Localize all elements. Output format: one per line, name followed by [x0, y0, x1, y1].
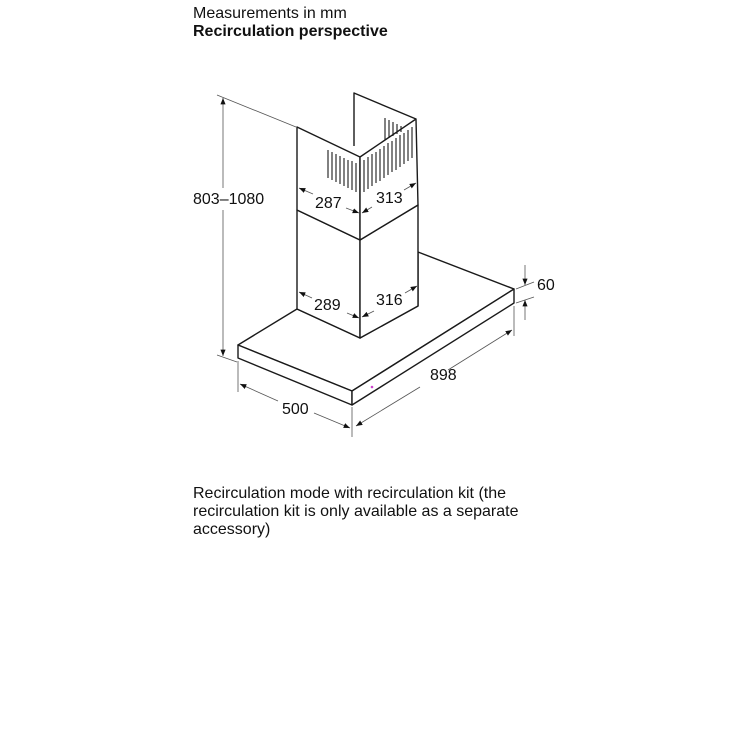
height-label: 803–1080 [193, 191, 264, 208]
depth-dimension [237, 361, 351, 429]
height-dimension [216, 94, 297, 363]
indicator-dot [370, 385, 374, 389]
lower-chimney-dimensions [298, 285, 418, 319]
thickness-label: 60 [537, 277, 555, 294]
lower-width-label: 289 [314, 297, 341, 314]
vent-slots-left [327, 150, 357, 192]
width-label: 898 [430, 367, 457, 384]
vent-slots-back [384, 118, 402, 140]
upper-depth-label: 313 [376, 190, 403, 207]
upper-width-label: 287 [315, 195, 342, 212]
upper-chimney-dimensions [298, 182, 417, 214]
width-dimension [351, 306, 515, 437]
thickness-dimension [515, 265, 535, 320]
recirculation-note: Recirculation mode with recirculation ki… [193, 485, 519, 538]
depth-label: 500 [282, 401, 309, 418]
upper-chimney [296, 92, 419, 241]
lower-depth-label: 316 [376, 292, 403, 309]
header-subtitle: Recirculation perspective [193, 23, 388, 40]
vent-slots-right [363, 127, 413, 192]
header-title: Measurements in mm [193, 5, 347, 22]
diagram-header: Measurements in mm Recirculation perspec… [193, 5, 388, 41]
